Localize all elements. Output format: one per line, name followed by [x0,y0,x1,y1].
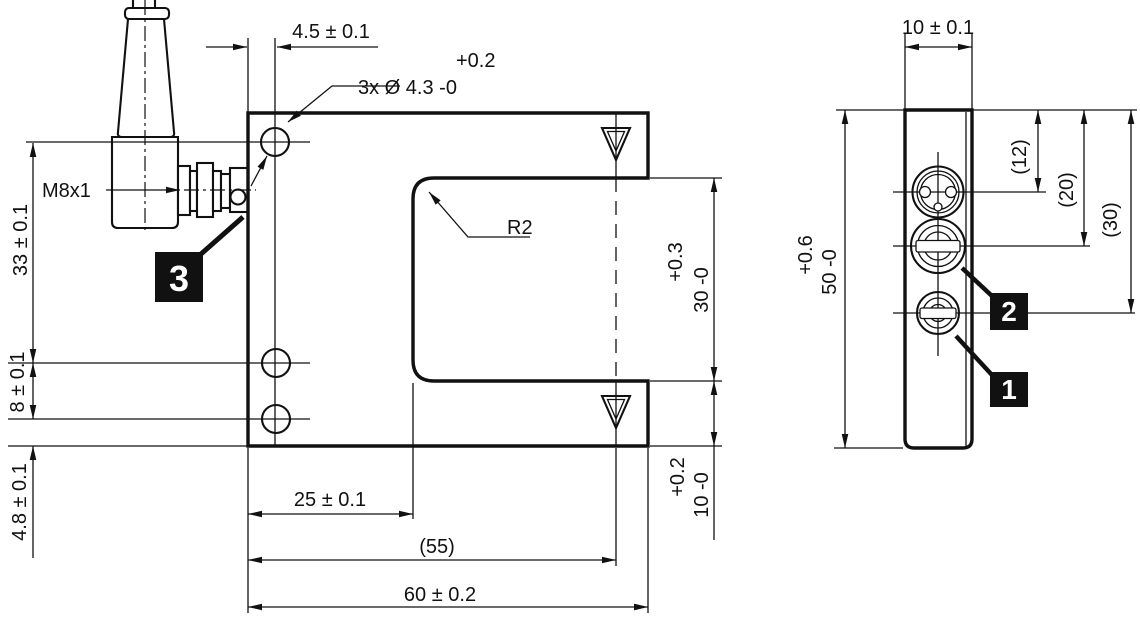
mounting-holes [259,126,292,435]
dim-slot-depth: 25 ± 0.1 [294,489,366,511]
screw-slot-icon [915,239,961,253]
cable-connector [110,0,256,234]
connector-pin-icon [918,185,932,199]
dim-holes-tol: +0.2 [456,50,495,72]
dim-overall-width: 60 ± 0.2 [404,584,476,606]
dim-arm-thickness-tol: +0.2 [667,457,689,496]
dim-hole-offset-x: 4.5 ± 0.1 [292,21,370,43]
callout-2-label: 2 [1001,296,1017,327]
mounting-hole-bottom [260,403,292,435]
holes-note-leader [287,85,400,123]
dim-hole-pitch-top: 33 ± 0.1 [10,204,32,276]
callout-1-label: 1 [1001,374,1017,405]
dim-hole-pitch-mid: 8 ± 0.1 [7,351,29,412]
optical-axis-marker-bottom-icon [600,394,632,431]
optical-axis-markers [600,126,632,431]
holes-note-leader-2 [250,155,268,187]
callouts [155,215,1028,407]
front-dimension-texts: 4.5 ± 0.1 +0.2 3x Ø 4.3 -0 R2 M8x1 33 ± … [7,21,713,606]
cable-grommet-cap [123,6,171,21]
callout-3-label: 3 [169,258,189,299]
m8-plug-face [911,165,965,219]
dim-thickness: 10 ± 0.1 [902,17,974,39]
mounting-hole-top [259,126,291,158]
connector-thread-label: M8x1 [42,180,91,202]
connector-pin-icon [944,185,958,199]
screw-slot-icon [919,307,957,320]
dim-height-tol: +0.6 [795,235,817,274]
mounting-hole-middle [260,347,292,379]
dim-height: 50 -0 [819,249,841,295]
strain-relief-boot [116,17,176,139]
dim-indicator2-y: (20) [1056,172,1078,208]
side-body-outline [903,108,974,450]
callout-texts: 3 2 1 [169,258,1017,405]
dim-indicator1-y: (30) [1100,202,1122,238]
front-dimension-lines [29,43,718,611]
dim-hole-offset-bottom: 4.8 ± 0.1 [9,463,31,541]
dim-holes-note: 3x Ø 4.3 -0 [358,77,457,99]
fork-body-outline [246,111,650,448]
dim-arm-thickness: 10 -0 [691,472,713,518]
front-extension-lines [8,38,722,613]
dim-optical-axis-x: (55) [419,536,455,558]
locating-pin [229,188,247,206]
dim-slot-height: 30 -0 [691,267,713,313]
callout-box-2 [990,293,1028,330]
callout-box-3 [155,252,203,302]
dim-slot-height-tol: +0.3 [665,242,687,281]
side-dimension-texts: 10 ± 0.1 +0.6 50 -0 (12) (20) (30) [795,17,1122,295]
adjuster-1 [915,290,961,336]
optical-axis-marker-top-icon [600,126,632,163]
side-extension-lines [834,33,1137,449]
dim-slot-radius: R2 [507,217,533,239]
dim-connector-axis-y: (12) [1009,139,1031,175]
connector-pin-icon [933,202,943,212]
side-dimension-lines [841,43,1135,448]
adjuster-2 [909,217,967,275]
callout-box-1 [990,372,1028,407]
radius-leader [428,191,530,238]
